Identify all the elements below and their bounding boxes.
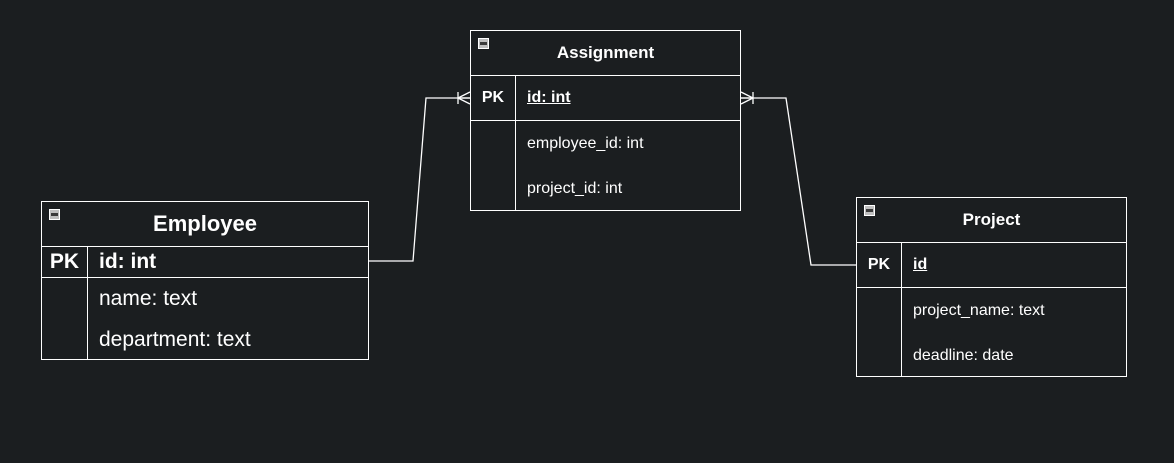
field-rows: employee_id: int project_id: int — [471, 121, 740, 210]
entity-title: Project — [962, 210, 1021, 229]
relationship-employee-assignment[interactable] — [369, 91, 471, 262]
field-row[interactable]: department: text — [99, 327, 251, 351]
field-rows: name: text department: text — [42, 278, 368, 359]
entity-title: Assignment — [556, 43, 655, 62]
entity-title: Employee — [153, 211, 257, 236]
key-label: PK — [42, 247, 88, 277]
primary-key-row[interactable]: PK id: int — [471, 76, 740, 121]
crowsfoot-marker-assignment-left — [457, 91, 471, 99]
pk-field: id — [913, 256, 928, 273]
pk-field: id: int — [527, 89, 571, 106]
key-label: PK — [471, 76, 516, 120]
entity-employee[interactable]: Employee PK id: int name: text departmen… — [41, 201, 369, 360]
collapse-icon[interactable] — [864, 205, 875, 216]
entity-assignment[interactable]: Assignment PK id: int employee_id: int p… — [470, 30, 741, 211]
field-list: employee_id: int project_id: int — [516, 121, 740, 210]
primary-key-row[interactable]: PK id — [857, 243, 1126, 288]
connector-line-employee-assignment — [369, 97, 470, 262]
entity-project[interactable]: Project PK id project_name: text deadlin… — [856, 197, 1127, 377]
key-cell-empty — [857, 288, 902, 376]
entity-header[interactable]: Assignment — [471, 31, 740, 76]
collapse-icon[interactable] — [49, 209, 60, 220]
crowsfoot-marker-assignment-right — [740, 91, 754, 99]
key-cell-empty — [42, 278, 88, 359]
crowsfoot-marker-assignment-right — [740, 97, 754, 105]
field-row[interactable]: project_name: text — [913, 301, 1045, 319]
primary-key-row[interactable]: PK id: int — [42, 247, 368, 278]
entity-header[interactable]: Project — [857, 198, 1126, 243]
pk-field: id: int — [99, 250, 157, 273]
key-label: PK — [857, 243, 902, 287]
key-cell-empty — [471, 121, 516, 210]
collapse-icon[interactable] — [478, 38, 489, 49]
entity-header[interactable]: Employee — [42, 202, 368, 247]
field-list: project_name: text deadline: date — [902, 288, 1126, 376]
crowsfoot-marker-assignment-left — [457, 97, 471, 105]
relationship-project-assignment[interactable] — [740, 91, 856, 266]
field-row[interactable]: project_id: int — [527, 179, 623, 197]
connector-line-project-assignment — [741, 97, 856, 266]
field-list: name: text department: text — [88, 278, 368, 359]
field-row[interactable]: name: text — [99, 286, 198, 310]
field-rows: project_name: text deadline: date — [857, 288, 1126, 376]
field-row[interactable]: deadline: date — [913, 346, 1014, 364]
field-row[interactable]: employee_id: int — [527, 134, 644, 152]
